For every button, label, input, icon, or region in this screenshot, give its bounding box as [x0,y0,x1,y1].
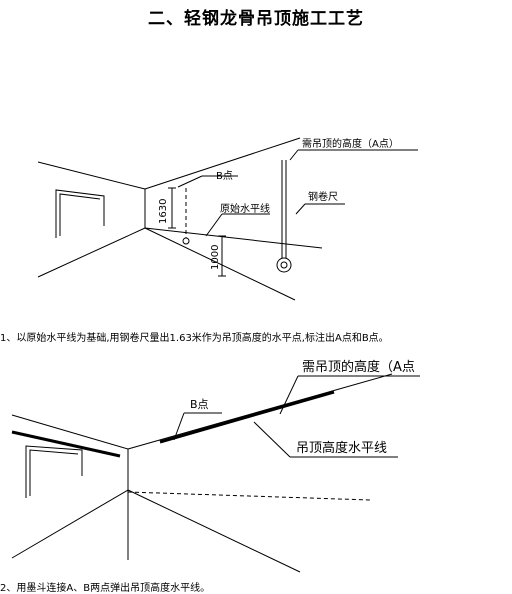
caption-step-1: 1、以原始水平线为基础,用钢卷尺量出1.63米作为吊顶高度的水平点,标注出A点和… [0,333,389,344]
a-point-leader [289,149,418,161]
window [55,189,105,238]
original-level-label: 原始水平线 [220,202,270,215]
dim-1000-text: 1000 [210,245,221,270]
ceiling-level-label: 吊顶高度水平线 [296,440,387,456]
dimension-1630 [168,187,176,229]
left-ceiling-level-line [11,430,121,458]
room-outline [11,373,393,573]
ceiling-height-label: 需吊顶的高度（A点） [302,137,399,150]
room-outline [37,137,323,301]
dim-1630-text: 1630 [158,199,169,224]
ceiling-level-line [159,390,335,444]
steel-tape-measure [276,160,345,273]
dimension-1000 [218,235,226,277]
b-point-marker [177,175,238,245]
original-level-leader [205,213,270,237]
b-point-label: B点 [190,398,209,411]
steel-tape-label: 钢卷尺 [308,190,338,203]
caption-step-2: 2、用墨斗连接A、B两点弹出吊顶高度水平线。 [0,583,211,594]
page-title: 二、轻钢龙骨吊顶施工工艺 [148,9,364,29]
b-point-label: B点 [216,170,233,182]
figure-2-diagram: B点 需吊顶的高度（A点 吊顶高度水平线 [11,359,420,573]
ceiling-height-label: 需吊顶的高度（A点 [302,359,415,375]
window [25,445,83,498]
figure-1-diagram: 1630 1000 B点 原始水平线 需吊顶的高度（A点） 钢卷尺 [37,137,418,301]
floor-reference-line [127,491,371,501]
leaders [173,375,420,458]
